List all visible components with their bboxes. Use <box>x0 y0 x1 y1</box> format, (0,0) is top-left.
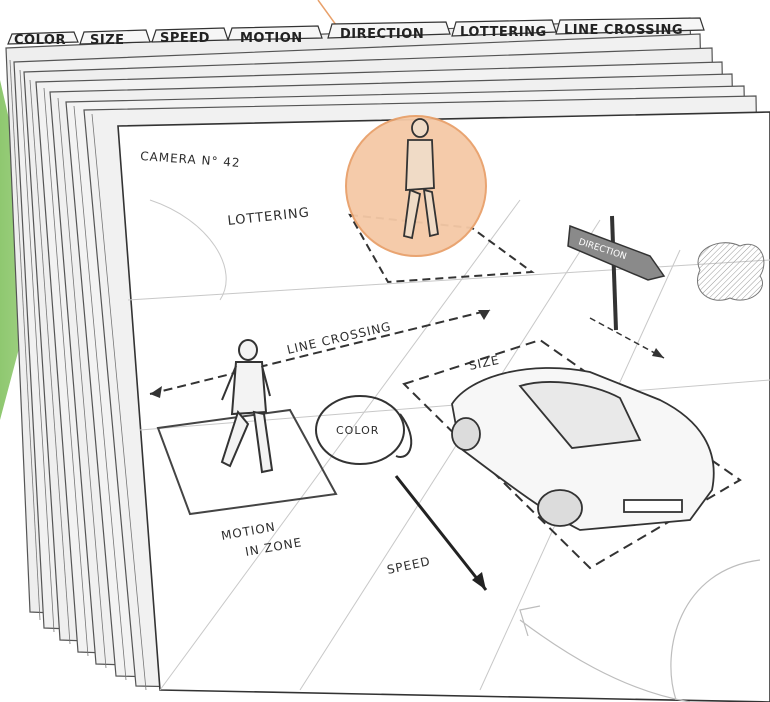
tab-motion-label: MOTION <box>240 31 303 46</box>
tab-direction-label: DIRECTION <box>340 27 424 42</box>
tab-size-label: SIZE <box>90 33 125 48</box>
tree-sketch <box>697 243 763 301</box>
tab-lottering[interactable]: LOTTERING <box>452 20 556 40</box>
tab-line-crossing-label: LINE CROSSING <box>564 23 683 38</box>
tab-color-label: COLOR <box>14 33 66 48</box>
tab-lottering-label: LOTTERING <box>460 25 547 40</box>
tab-line-crossing[interactable]: LINE CROSSING <box>556 18 704 38</box>
color-label: COLOR <box>336 424 379 437</box>
tab-speed-label: SPEED <box>160 31 210 46</box>
